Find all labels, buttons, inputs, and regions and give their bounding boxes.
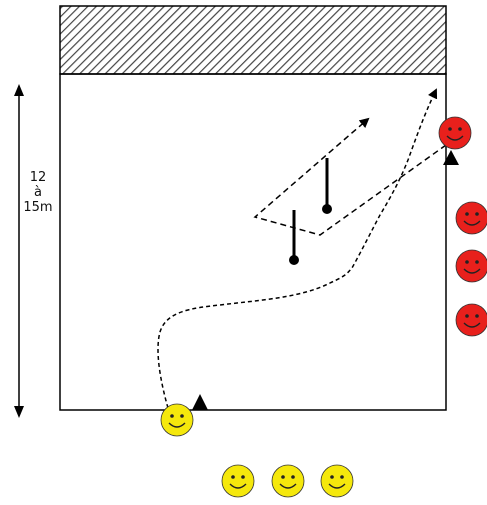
goal-zone [59, 5, 447, 75]
triangle-cone-icon [192, 394, 208, 410]
dimension-line-2: à [34, 185, 42, 200]
red-player-smiley-face-icon [455, 303, 487, 337]
dimension-line-1: 12 [29, 170, 47, 185]
yellow-player-smiley-face-icon [221, 464, 255, 498]
pole-marker-icon [322, 158, 332, 214]
pass-path [253, 117, 447, 236]
triangle-cone-icon [443, 150, 459, 165]
yellow-player-smiley-face-icon [271, 464, 305, 498]
dimension-label: 12 à 15m [18, 170, 58, 215]
playing-field [59, 73, 447, 411]
red-player-smiley-face-icon [438, 116, 472, 150]
red-player-smiley-face-icon [455, 249, 487, 283]
pole-marker-icon [289, 210, 299, 265]
dimension-arrow [14, 84, 24, 418]
yellow-player-smiley-face-icon [160, 403, 194, 437]
red-player-smiley-face-icon [455, 201, 487, 235]
yellow-player-smiley-face-icon [320, 464, 354, 498]
dribble-path [157, 88, 438, 409]
dimension-line-3: 15m [23, 200, 53, 215]
